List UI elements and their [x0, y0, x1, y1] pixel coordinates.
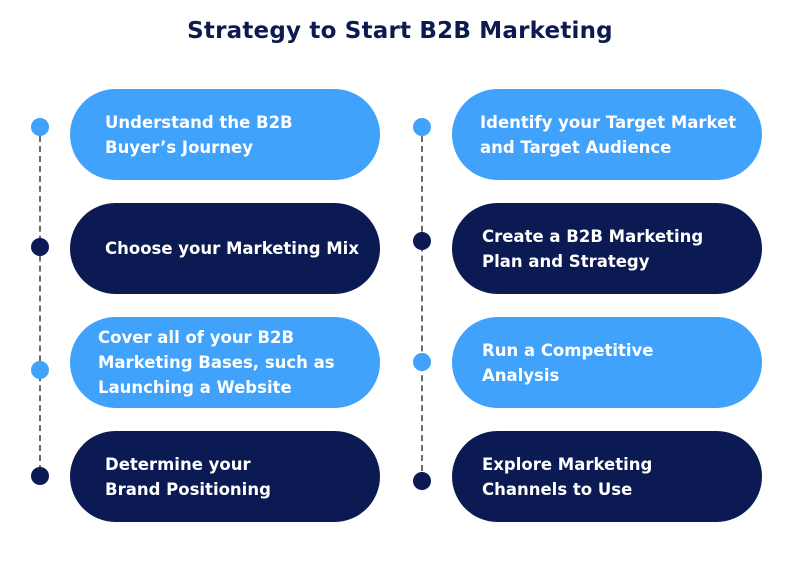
timeline-connector [39, 136, 41, 471]
step-card-understand-buyer-journey: Understand the B2B Buyer’s Journey [70, 89, 380, 180]
step-label: Understand the B2B Buyer’s Journey [105, 112, 293, 157]
step-label: Cover all of your B2B Marketing Bases, s… [98, 328, 335, 397]
step-card-brand-positioning: Determine your Brand Positioning [70, 431, 380, 522]
timeline-dot [413, 232, 431, 250]
step-card-marketing-plan: Create a B2B Marketing Plan and Strategy [452, 203, 762, 294]
timeline-dot [31, 467, 49, 485]
timeline-dot [413, 472, 431, 490]
step-label: Create a B2B Marketing Plan and Strategy [482, 226, 704, 271]
step-card-cover-marketing-bases: Cover all of your B2B Marketing Bases, s… [70, 317, 380, 408]
step-card-choose-marketing-mix: Choose your Marketing Mix [70, 203, 380, 294]
step-label: Determine your Brand Positioning [105, 454, 271, 499]
step-label: Identify your Target Market and Target A… [480, 112, 737, 157]
step-label: Choose your Marketing Mix [105, 239, 359, 258]
step-label: Explore Marketing Channels to Use [482, 454, 653, 499]
timeline-connector [421, 136, 423, 471]
step-card-explore-channels: Explore Marketing Channels to Use [452, 431, 762, 522]
timeline-dot [31, 118, 49, 136]
timeline-dot [413, 353, 431, 371]
timeline-dot [31, 361, 49, 379]
timeline-dot [413, 118, 431, 136]
step-card-identify-target-market: Identify your Target Market and Target A… [452, 89, 762, 180]
step-label: Run a Competitive Analysis [482, 340, 654, 385]
timeline-dot [31, 238, 49, 256]
page-title: Strategy to Start B2B Marketing [187, 18, 613, 44]
step-card-competitive-analysis: Run a Competitive Analysis [452, 317, 762, 408]
